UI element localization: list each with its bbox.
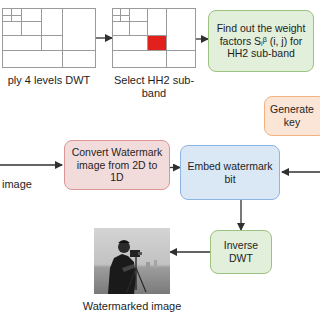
key-arrow bbox=[282, 171, 320, 172]
box-text: Convert Watermark image from 2D to 1D bbox=[71, 146, 163, 184]
photo-illustration bbox=[94, 228, 170, 294]
node-caption: ply 4 levels DWT bbox=[2, 74, 96, 87]
box-text: Embed watermark bit bbox=[187, 160, 273, 185]
watermarked-photo: Watermarked image bbox=[82, 228, 182, 313]
dwt-grid bbox=[2, 8, 96, 68]
box-text: Inverse DWT bbox=[217, 239, 265, 264]
process-box: Find out the weight factors Sᵢᵝ (i, j) f… bbox=[208, 10, 314, 72]
box-text: Find out the weight factors Sᵢᵝ (i, j) f… bbox=[215, 22, 307, 60]
flow-arrow bbox=[170, 251, 210, 252]
process-box: Embed watermark bit bbox=[180, 145, 280, 200]
box-text: Generate key bbox=[270, 103, 314, 128]
flow-arrow bbox=[96, 37, 112, 38]
side-label: image bbox=[2, 178, 32, 190]
process-box: Inverse DWT bbox=[210, 230, 272, 274]
flow-arrow bbox=[196, 38, 208, 39]
dwt-grid bbox=[112, 8, 196, 68]
node-caption: Select HH2 sub-band bbox=[110, 74, 198, 100]
input-arrow bbox=[0, 164, 62, 165]
dwt-image: ply 4 levels DWT bbox=[2, 8, 96, 87]
process-box: Generate key bbox=[264, 96, 320, 136]
subband-image: Select HH2 sub-band bbox=[110, 8, 198, 100]
process-box: Convert Watermark image from 2D to 1D bbox=[64, 140, 170, 190]
node-caption: Watermarked image bbox=[82, 300, 182, 313]
flow-arrow bbox=[240, 200, 241, 230]
flow-arrow bbox=[170, 167, 180, 168]
